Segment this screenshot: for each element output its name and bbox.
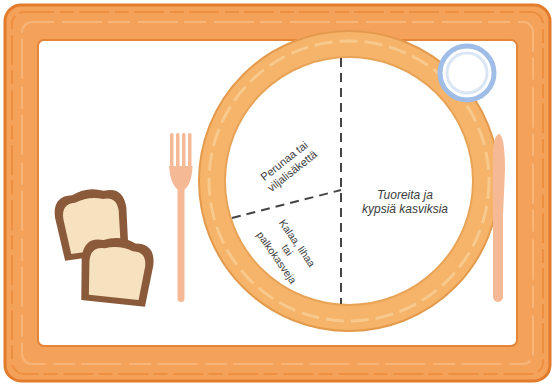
glass — [440, 46, 494, 100]
illustration-part — [86, 244, 147, 300]
illustration-part — [182, 133, 186, 169]
tray — [5, 5, 550, 381]
illustration-part — [493, 134, 505, 215]
section-label: Tuoreita ja kypsiä kasviksia — [359, 188, 451, 216]
plate-section-vegetables: Tuoreita ja kypsiä kasviksia — [357, 186, 453, 221]
illustration-part — [170, 133, 174, 169]
illustration-part — [188, 133, 192, 169]
plate-rim — [199, 31, 499, 331]
plate-divider — [232, 190, 341, 218]
illustration-part — [77, 235, 155, 308]
glass-inner — [447, 53, 487, 93]
fork — [169, 133, 193, 302]
illustration-part — [176, 133, 180, 169]
illustration-part — [493, 212, 503, 302]
illustration-part — [178, 186, 185, 302]
plate-center — [225, 57, 473, 305]
bread-slice — [77, 235, 155, 308]
knife — [493, 134, 505, 302]
plate-divider — [340, 58, 342, 304]
tray-texture — [22, 22, 533, 364]
tray-texture — [12, 12, 543, 374]
